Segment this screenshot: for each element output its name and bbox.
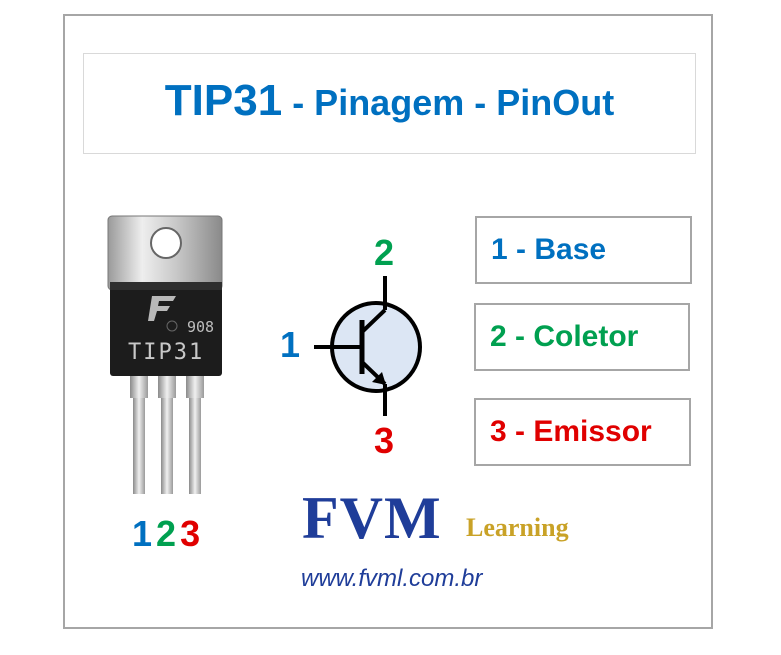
manufacturer-logo <box>148 296 176 321</box>
leg-number-2: 2 <box>156 513 177 554</box>
collector-lead <box>360 308 387 334</box>
emitter-pin-number: 3 <box>374 420 395 461</box>
brand-logo: FVM <box>302 485 442 551</box>
package-code: 908 <box>187 318 215 336</box>
brand-subtitle: Learning <box>466 513 569 542</box>
pin-label-collector: 2 - Coletor <box>474 303 690 371</box>
title-box: TIP31 - Pinagem - PinOut <box>83 53 696 154</box>
pin-label-emitter: 3 - Emissor <box>474 398 691 466</box>
emitter-arrow <box>372 372 386 385</box>
page-title: TIP31 - Pinagem - PinOut <box>84 76 695 126</box>
base-pin-number: 1 <box>280 324 301 365</box>
npn-transistor-symbol <box>314 276 422 416</box>
package-marking: TIP31 <box>128 340 205 365</box>
leg-number-1: 1 <box>132 513 153 554</box>
title-part: TIP31 <box>164 76 283 125</box>
collector-pin-number: 2 <box>374 232 395 273</box>
title-rest: - Pinagem - PinOut <box>282 82 615 123</box>
to220-package-illustration <box>107 215 223 494</box>
leg-number-3: 3 <box>180 513 201 554</box>
website-url[interactable]: www.fvml.com.br <box>301 565 483 592</box>
pin-label-base: 1 - Base <box>475 216 692 284</box>
mounting-hole <box>150 227 182 259</box>
